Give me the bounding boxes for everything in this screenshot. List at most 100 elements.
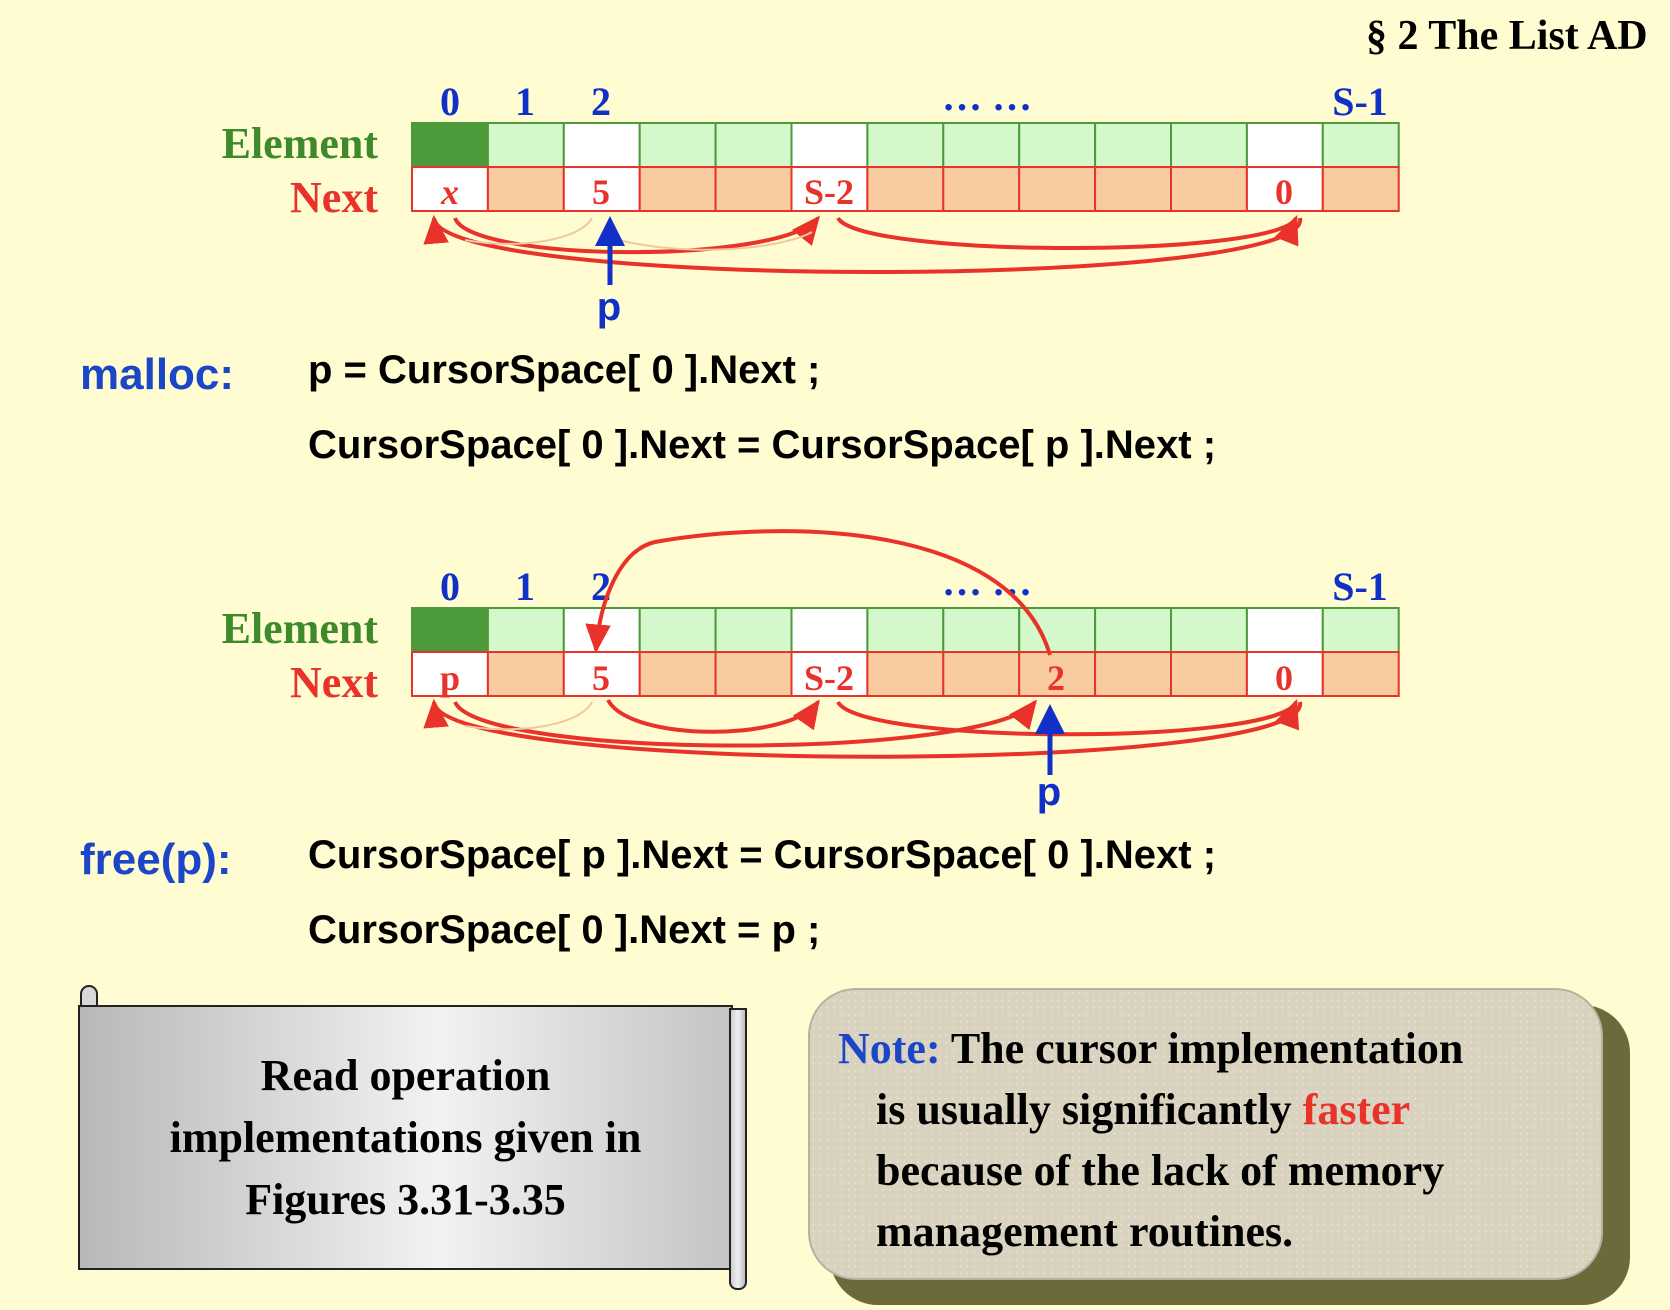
- element-cell: [714, 607, 793, 653]
- index-2: 2: [591, 564, 611, 609]
- next-cell-11: 0: [1275, 658, 1293, 698]
- scroll-line-1: Read operation: [260, 1050, 551, 1100]
- index-ellipsis: … …: [942, 74, 1032, 119]
- next-cell: [942, 651, 1021, 697]
- element-row-label: Element: [222, 604, 379, 653]
- top-diagram: Element Next 0 1 2 … … S-1 x 5 S-2 0 p: [222, 74, 1400, 329]
- link-arrow: [453, 699, 1037, 748]
- next-cell: [638, 166, 717, 212]
- next-cell-2: 5: [592, 658, 610, 698]
- element-cell: [638, 607, 717, 653]
- element-cell: [1170, 122, 1248, 168]
- malloc-code-line-1: p = CursorSpace[ 0 ].Next ;: [308, 348, 821, 392]
- next-cell: [1170, 166, 1248, 212]
- element-cell: [1018, 122, 1097, 168]
- element-cell: [486, 122, 565, 168]
- element-cell: [1321, 122, 1400, 168]
- index-1: 1: [515, 79, 535, 124]
- scroll-banner: Read operation implementations given in …: [78, 1005, 733, 1270]
- element-cell: [1245, 607, 1324, 653]
- element-cell: [866, 122, 945, 168]
- next-cell-5: S-2: [804, 658, 854, 698]
- pointer-label: p: [1037, 770, 1061, 814]
- next-cell: [562, 651, 641, 697]
- next-cell: [942, 166, 1021, 212]
- link-arrow: [836, 699, 1299, 737]
- element-cell: [942, 122, 1021, 168]
- free-code-line-1: CursorSpace[ p ].Next = CursorSpace[ 0 ]…: [308, 833, 1217, 877]
- next-row-label: Next: [290, 173, 378, 222]
- note-heading: Note:: [838, 1024, 941, 1073]
- next-cell: [1094, 166, 1172, 212]
- next-cell-2: 5: [592, 172, 610, 212]
- next-cell: [638, 651, 717, 697]
- link-arrow: [453, 215, 821, 255]
- element-cell: [1321, 607, 1400, 653]
- element-cell: [638, 122, 717, 168]
- next-row-label: Next: [290, 658, 378, 707]
- malloc-label: malloc:: [80, 350, 235, 399]
- index-2: 2: [591, 79, 611, 124]
- next-cell: [866, 651, 945, 697]
- slide-header: § 2 The List AD: [1366, 13, 1648, 59]
- element-cell: [411, 122, 489, 168]
- element-cell: [1245, 122, 1324, 168]
- element-cell: [1094, 607, 1172, 653]
- link-arrow: [423, 214, 1303, 274]
- link-arrow: [585, 529, 1052, 656]
- note-text: Note: The cursor implementation is usual…: [838, 1018, 1578, 1262]
- top-cells: [411, 122, 1400, 212]
- next-cell-8: 2: [1047, 658, 1065, 698]
- next-cell: [866, 166, 945, 212]
- free-label: free(p):: [80, 835, 232, 884]
- next-cell: [1321, 651, 1400, 697]
- faint-link: [611, 231, 813, 251]
- element-cell: [866, 607, 945, 653]
- index-1: 1: [515, 564, 535, 609]
- next-cell-5: S-2: [804, 172, 854, 212]
- note-text-4: management routines.: [876, 1207, 1294, 1256]
- element-cell: [942, 607, 1021, 653]
- malloc-code-line-2: CursorSpace[ 0 ].Next = CursorSpace[ p ]…: [308, 423, 1217, 467]
- element-cell: [714, 122, 793, 168]
- next-cell: [1321, 166, 1400, 212]
- note-text-3: because of the lack of memory: [876, 1146, 1445, 1195]
- free-code-line-2: CursorSpace[ 0 ].Next = p ;: [308, 908, 821, 952]
- index-ellipsis: … …: [942, 559, 1032, 604]
- scroll-roll-icon: [729, 1008, 747, 1290]
- link-arrow: [606, 698, 820, 734]
- next-cell: [562, 166, 641, 212]
- index-last: S-1: [1332, 79, 1388, 124]
- next-cell: [486, 651, 565, 697]
- next-cell: [411, 651, 489, 697]
- index-0: 0: [440, 564, 460, 609]
- pointer-label: p: [597, 285, 621, 329]
- faint-link: [464, 217, 593, 245]
- bottom-cells: [411, 607, 1400, 697]
- next-cell: [1170, 651, 1248, 697]
- next-cell: [714, 166, 793, 212]
- link-arrow: [836, 215, 1299, 250]
- element-cell: [790, 122, 869, 168]
- next-cell-0: x: [440, 172, 459, 212]
- note-highlight: faster: [1302, 1085, 1411, 1134]
- bottom-diagram: Element Next 0 1 2 … … S-1 p 5 S-2 2 0 p: [222, 529, 1400, 814]
- next-cell: [714, 651, 793, 697]
- index-last: S-1: [1332, 564, 1388, 609]
- next-cell: [1018, 651, 1097, 697]
- element-cell: [790, 607, 869, 653]
- next-cell-0: p: [440, 658, 460, 698]
- note-text-2: is usually significantly: [876, 1085, 1303, 1134]
- next-cell-11: 0: [1275, 172, 1293, 212]
- next-cell: [411, 166, 489, 212]
- element-cell: [1094, 122, 1172, 168]
- element-row-label: Element: [222, 119, 379, 168]
- scroll-text: Read operation implementations given in …: [106, 1045, 706, 1231]
- next-cell: [1018, 166, 1097, 212]
- cursor-diagrams: Element Next 0 1 2 … … S-1 x 5 S-2 0 p E…: [222, 74, 1400, 814]
- scroll-line-3: Figures 3.31-3.35: [245, 1174, 566, 1224]
- index-0: 0: [440, 79, 460, 124]
- note-box: [808, 988, 1603, 1280]
- faint-link: [464, 701, 593, 731]
- note-text-1: The cursor implementation: [940, 1024, 1464, 1073]
